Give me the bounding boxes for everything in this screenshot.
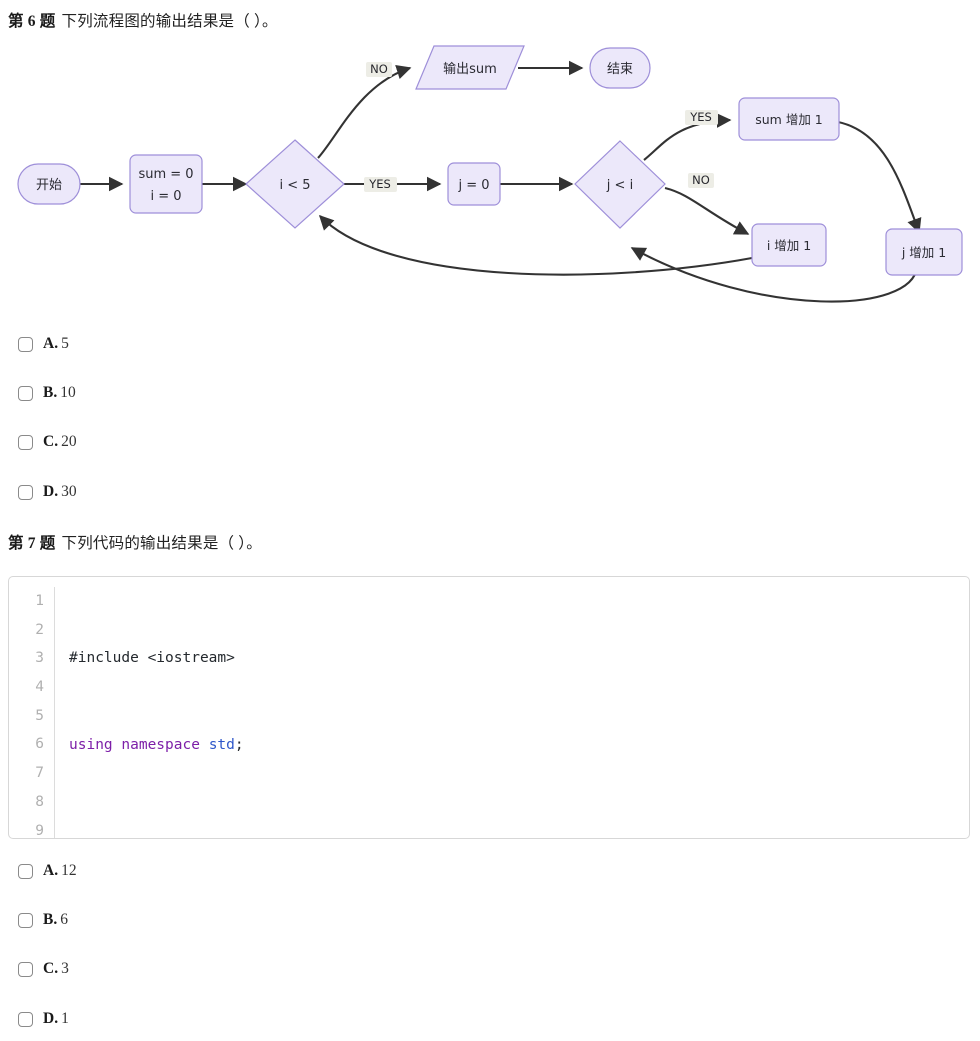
code-line-numbers: 1 2 3 4 5 6 7 8 9: [9, 587, 55, 839]
option-letter-q7-d: D.: [43, 1010, 59, 1027]
question-7-prompt: 下列代码的输出结果是（ ）。: [61, 535, 262, 552]
option-value-q7-b: 6: [60, 911, 68, 928]
node-end: 结束: [589, 47, 651, 89]
option-label-q6-c: C.20: [43, 433, 77, 451]
question-7-header: 第 7 题下列代码的输出结果是（ ）。: [8, 531, 262, 553]
node-sum-inc: sum 增加 1: [738, 97, 840, 141]
node-end-label: 结束: [607, 62, 633, 77]
option-label-q6-d: D.30: [43, 483, 77, 501]
line-number: 9: [35, 822, 44, 839]
line-number: 4: [35, 679, 44, 696]
edge-label-no-j: NO: [692, 173, 710, 187]
node-sum-inc-label: sum 增加 1: [755, 112, 823, 127]
edge-cond-i-no-to-output: [317, 65, 412, 159]
line-number: 8: [35, 793, 44, 810]
option-value-q6-a: 5: [61, 335, 69, 352]
node-output: 输出sum: [415, 45, 525, 90]
node-j-inc: j 增加 1: [885, 228, 963, 276]
line-number: 2: [35, 621, 44, 638]
question-6-prompt: 下列流程图的输出结果是（ ）。: [61, 13, 278, 30]
option-value-q7-a: 12: [61, 862, 77, 879]
node-cond-i-label: i < 5: [279, 178, 310, 193]
node-output-label: 输出sum: [443, 61, 497, 77]
flowchart-nodes: 开始 sum = 0 i = 0 i < 5 输出sum 结束: [17, 45, 963, 276]
option-label-q6-b: B.10: [43, 384, 76, 402]
question-7-option-c[interactable]: C.3: [18, 959, 69, 979]
checkbox-q7-a[interactable]: [18, 863, 33, 879]
checkbox-q6-a[interactable]: [18, 336, 33, 352]
code-content: #include <iostream> using namespace std;…: [55, 587, 969, 838]
checkbox-q6-d[interactable]: [18, 484, 33, 500]
code-line-2: using namespace std;: [69, 736, 244, 753]
code-token: #include <iostream>: [69, 650, 235, 667]
flowchart-diagram: NO YES YES NO 开始 sum = 0 i = 0: [0, 36, 980, 326]
node-j-inc-label: j 增加 1: [901, 245, 946, 260]
node-i-inc: i 增加 1: [751, 223, 827, 267]
option-letter-q6-a: A.: [43, 335, 59, 352]
checkbox-q6-c[interactable]: [18, 434, 33, 450]
checkbox-q7-d[interactable]: [18, 1011, 33, 1027]
edge-cond-j-yes-to-sum-inc: [643, 113, 732, 161]
option-value-q7-d: 1: [61, 1010, 69, 1027]
node-cond-j-label: j < i: [606, 178, 633, 193]
question-6-option-a[interactable]: A.5: [18, 334, 69, 354]
option-value-q6-c: 20: [61, 433, 77, 450]
option-letter-q6-c: C.: [43, 433, 59, 450]
code-line-1: #include <iostream>: [69, 644, 969, 673]
node-cond-i: i < 5: [245, 139, 345, 229]
option-letter-q7-a: A.: [43, 862, 59, 879]
line-number: 1: [35, 593, 44, 609]
line-number: 6: [35, 736, 44, 753]
edge-j-inc-to-cond-j: [630, 247, 919, 303]
edge-label-yes-i: YES: [368, 177, 391, 191]
option-letter-q6-b: B.: [43, 384, 58, 401]
question-7-option-b[interactable]: B.6: [18, 910, 68, 930]
checkbox-q6-b[interactable]: [18, 385, 33, 401]
option-value-q6-b: 10: [60, 384, 76, 401]
option-letter-q6-d: D.: [43, 483, 59, 500]
node-start-label: 开始: [36, 178, 62, 193]
edge-i-inc-to-cond-i: [318, 214, 753, 276]
question-6-option-d[interactable]: D.30: [18, 482, 77, 502]
question-7-option-d[interactable]: D.1: [18, 1009, 69, 1029]
question-6-number: 第 6 题: [8, 13, 56, 30]
checkbox-q7-b[interactable]: [18, 912, 33, 928]
node-start: 开始: [17, 163, 81, 205]
node-j-init-label: j = 0: [457, 178, 489, 193]
line-number: 3: [35, 650, 44, 667]
option-value-q7-c: 3: [61, 960, 69, 977]
option-label-q7-b: B.6: [43, 911, 68, 929]
question-6-option-b[interactable]: B.10: [18, 383, 76, 403]
checkbox-q7-c[interactable]: [18, 961, 33, 977]
node-init-line1: sum = 0: [138, 167, 193, 182]
edge-sum-inc-to-j-inc: [837, 120, 922, 234]
edge-label-no-top: NO: [370, 62, 388, 76]
question-6-header: 第 6 题下列流程图的输出结果是（ ）。: [8, 9, 278, 31]
question-7-number: 第 7 题: [8, 535, 56, 552]
node-init: sum = 0 i = 0: [129, 154, 203, 214]
option-label-q6-a: A.5: [43, 335, 69, 353]
option-label-q7-a: A.12: [43, 862, 77, 880]
option-label-q7-d: D.1: [43, 1010, 69, 1028]
option-letter-q7-c: C.: [43, 960, 59, 977]
edge-label-yes-j: YES: [689, 110, 712, 124]
line-number: 7: [35, 765, 44, 782]
edge-cond-j-no-to-i-inc: [664, 186, 750, 235]
line-number: 5: [35, 707, 44, 724]
option-label-q7-c: C.3: [43, 960, 69, 978]
option-value-q6-d: 30: [61, 483, 77, 500]
node-j-init: j = 0: [447, 162, 501, 206]
node-cond-j: j < i: [574, 140, 666, 229]
option-letter-q7-b: B.: [43, 911, 58, 928]
node-init-line2: i = 0: [150, 189, 181, 204]
code-block: 1 2 3 4 5 6 7 8 9 #include <iostream> us…: [8, 576, 970, 839]
flowchart-edge-labels: NO YES YES NO: [364, 62, 718, 192]
question-6-option-c[interactable]: C.20: [18, 432, 77, 452]
code-line-3: [69, 817, 969, 838]
question-7-option-a[interactable]: A.12: [18, 861, 77, 881]
node-i-inc-label: i 增加 1: [767, 238, 811, 253]
